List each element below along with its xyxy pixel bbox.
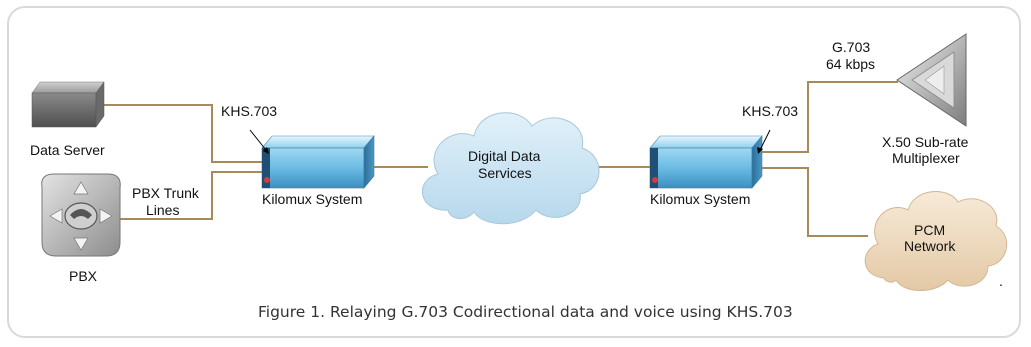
link-kilomux-x50 bbox=[758, 81, 898, 153]
kilomux-right-icon bbox=[649, 135, 763, 189]
label-pbx-trunk-1: PBX Trunk bbox=[132, 185, 200, 201]
label-x50-2: Multiplexer bbox=[892, 150, 960, 166]
link-server-kilomux bbox=[90, 104, 262, 163]
link-kilomux-pcm bbox=[758, 167, 868, 237]
khs-right-pointer bbox=[757, 129, 771, 154]
link-pbx-kilomux bbox=[120, 171, 262, 220]
connection-lines bbox=[90, 81, 898, 237]
label-g703-1: G.703 bbox=[832, 39, 870, 55]
data-server-icon bbox=[31, 81, 105, 128]
x50-multiplexer-icon bbox=[896, 33, 967, 127]
label-khs-left: KHS.703 bbox=[221, 103, 277, 119]
pbx-icon bbox=[41, 173, 121, 257]
label-dot: . bbox=[999, 273, 1003, 289]
label-pcm-1: PCM bbox=[914, 222, 945, 238]
label-kilomux-right: Kilomux System bbox=[650, 191, 750, 207]
digital-data-services-cloud bbox=[422, 112, 600, 225]
label-data-server: Data Server bbox=[30, 142, 105, 158]
khs-left-pointer bbox=[249, 129, 269, 154]
label-x50-1: X.50 Sub-rate bbox=[882, 134, 969, 150]
pcm-network-cloud bbox=[864, 191, 1008, 291]
kilomux-left-icon bbox=[261, 135, 375, 189]
label-pbx: PBX bbox=[69, 268, 98, 284]
label-kilomux-left: Kilomux System bbox=[262, 191, 362, 207]
label-cloud-dds-1: Digital Data bbox=[468, 148, 541, 164]
label-g703-2: 64 kbps bbox=[826, 56, 875, 72]
figure-caption: Figure 1. Relaying G.703 Codirectional d… bbox=[258, 303, 793, 321]
label-khs-right: KHS.703 bbox=[742, 103, 798, 119]
label-cloud-dds-2: Services bbox=[478, 165, 532, 181]
label-pbx-trunk-2: Lines bbox=[146, 202, 179, 218]
label-pcm-2: Network bbox=[904, 238, 956, 254]
